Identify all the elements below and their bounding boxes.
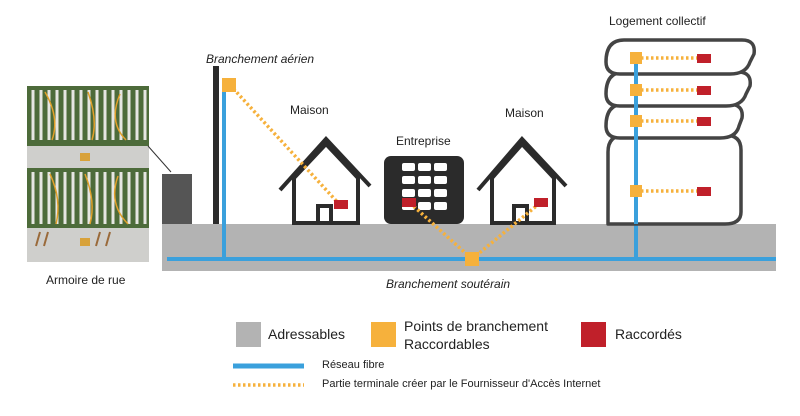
house-1-icon [278,136,372,225]
connection-points [222,52,642,266]
connected-markers [334,54,711,209]
apartment-building-icon [604,38,756,226]
legend-raccordes-swatch [581,322,606,347]
terminal-dotted-lines [228,56,703,261]
legend-points-swatch [371,322,396,347]
maison-1-label: Maison [290,103,329,117]
branchement-souterrain-label: Branchement soutérain [386,277,511,291]
legend-reseau-fibre-label: Réseau fibre [322,359,385,371]
enterprise-building-icon [384,156,464,224]
legend-partie-terminale-label: Partie terminale créer par le Fournisseu… [322,378,601,390]
legend-adressables-swatch [236,322,261,347]
armoire-de-rue-label: Armoire de rue [46,273,126,287]
maison-2-label: Maison [505,106,544,120]
entreprise-label: Entreprise [396,134,451,148]
branchement-aerien-label: Branchement aérien [206,52,315,66]
aerial-pole [213,66,219,224]
house-2-icon [476,136,568,225]
legend-adressables-label: Adressables [268,326,346,342]
legend-points-label-line1: Points de branchement [404,318,548,334]
photo-connector-line [147,145,172,173]
logement-collectif-label: Logement collectif [609,14,706,28]
street-cabinet-photo [27,86,149,262]
legend-raccordes-label: Raccordés [615,326,682,342]
legend-points-label-line2: Raccordables [404,336,490,352]
street-cabinet [162,174,192,226]
